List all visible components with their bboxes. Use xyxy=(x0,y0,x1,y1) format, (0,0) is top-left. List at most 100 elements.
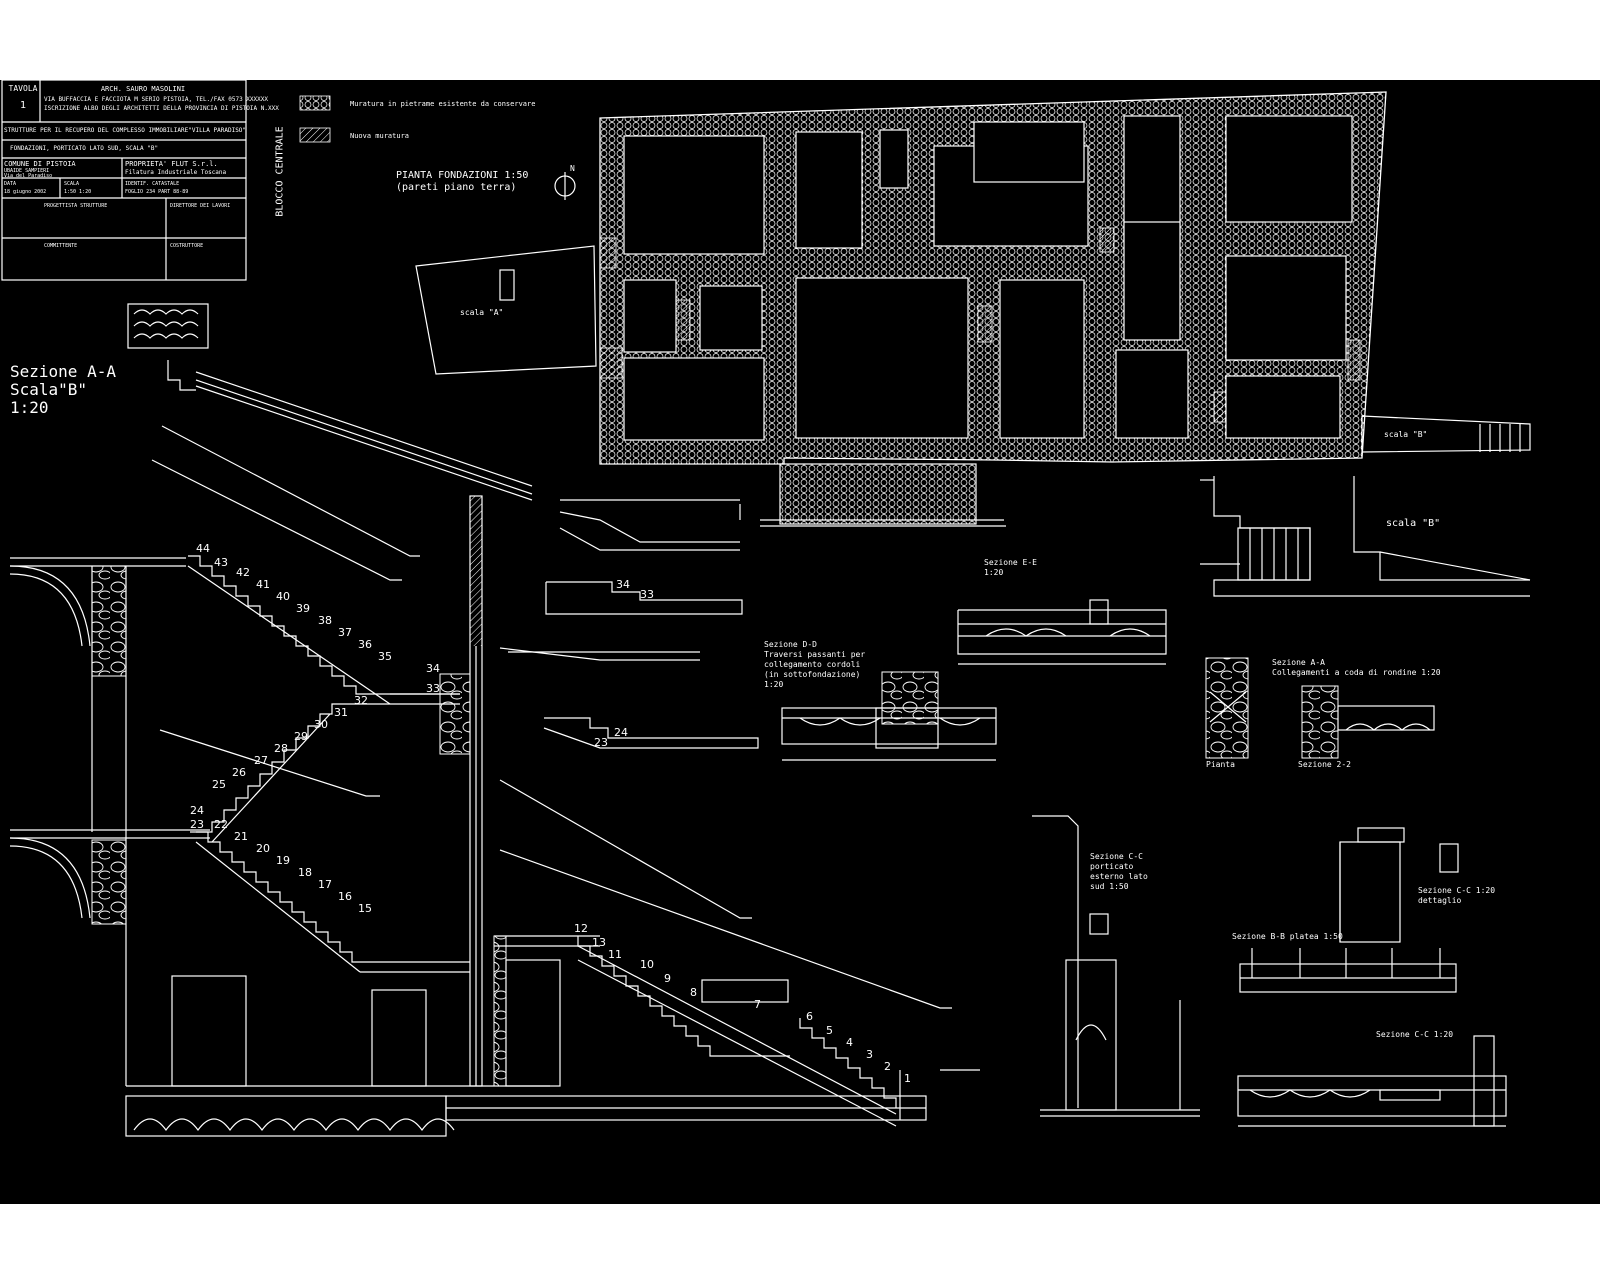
section-cc-portico xyxy=(1032,815,1200,1117)
step-number: 2 xyxy=(884,1060,891,1073)
progettista-label: PROGETTISTA STRUTTURE xyxy=(44,203,108,209)
step-number: 23 xyxy=(594,736,608,749)
section-cc-detail-title: Sezione C-C 1:20 xyxy=(1418,886,1496,895)
costruttore-label: COSTRUTTORE xyxy=(170,243,204,249)
step-number: 29 xyxy=(294,730,308,743)
step-number: 4 xyxy=(846,1036,853,1049)
step-number: 37 xyxy=(338,626,352,639)
step-number: 8 xyxy=(690,986,697,999)
step-number: 24 xyxy=(190,804,204,817)
ident-label: IDENTIF. CATASTALE xyxy=(125,181,180,187)
committente-label: COMMITTENTE xyxy=(44,243,78,249)
step-number: 20 xyxy=(256,842,270,855)
step-number: 21 xyxy=(234,830,248,843)
section-dd xyxy=(781,671,997,761)
step-number: 15 xyxy=(358,902,372,915)
step-number: 38 xyxy=(318,614,332,627)
section-ee xyxy=(957,599,1167,665)
step-number: 43 xyxy=(214,556,228,569)
step-number: 12 xyxy=(574,922,588,935)
scale-label: SCALA xyxy=(64,181,80,187)
section-aa2-sub: Collegamenti a coda di rondine 1:20 xyxy=(1272,668,1441,677)
step-number: 11 xyxy=(608,948,622,961)
architect-name: ARCH. SAURO MASOLINI xyxy=(100,85,186,93)
step-number: 36 xyxy=(358,638,372,651)
step-number: 22 xyxy=(214,818,228,831)
step-number: 35 xyxy=(378,650,392,663)
section-cc-line3: sud 1:50 xyxy=(1090,882,1129,891)
section-aa xyxy=(9,303,980,1137)
section-cc20-title: Sezione C-C 1:20 xyxy=(1376,1030,1454,1039)
step-number: 24 xyxy=(614,726,628,739)
architect-registration: ISCRIZIONE ALBO DEGLI ARCHITETTI DELLA P… xyxy=(44,105,279,112)
section-aa-title: Sezione A-A xyxy=(10,362,116,381)
property-sub: Filatura Industriale Toscana xyxy=(125,169,227,176)
step-number: 42 xyxy=(236,566,250,579)
section-dd-ratio: 1:20 xyxy=(764,680,784,689)
step-number: 25 xyxy=(212,778,226,791)
north-label: N xyxy=(570,164,575,173)
section-cc-line1: porticato xyxy=(1090,862,1134,871)
step-number: 41 xyxy=(256,578,270,591)
step-number: 7 xyxy=(754,998,761,1011)
step-number: 27 xyxy=(254,754,268,767)
step-number: 13 xyxy=(592,936,606,949)
scala-b-plan-label: scala "B" xyxy=(1384,430,1428,439)
tavola-number: 1 xyxy=(19,100,27,111)
section-cc-line2: esterno lato xyxy=(1090,872,1148,881)
step-number: 19 xyxy=(276,854,290,867)
section-dd-line1: Traversi passanti per xyxy=(764,650,866,659)
legend-swatch-new xyxy=(299,127,331,143)
section-bb xyxy=(1239,948,1457,993)
project-title: STRUTTURE PER IL RECUPERO DEL COMPLESSO … xyxy=(4,127,247,134)
scala-b-detail xyxy=(1213,476,1531,597)
section-cc-20 xyxy=(1237,1035,1507,1127)
direttore-label: DIRETTORE DEI LAVORI xyxy=(170,203,231,209)
date-label: DATA xyxy=(4,181,17,187)
section-dd-title: Sezione D-D xyxy=(764,640,817,649)
step-number: 31 xyxy=(334,706,348,719)
step-number: 17 xyxy=(318,878,332,891)
architect-address: VIA BUFFACCIA E FACCIOTA M SERIO PISTOIA… xyxy=(44,96,268,103)
scala-b-detail-label: scala "B" xyxy=(1386,518,1441,529)
sezione-22-label: Sezione 2-2 xyxy=(1298,760,1351,769)
title-block-frame xyxy=(1,79,247,281)
comune: COMUNE DI PISTOIA xyxy=(4,160,76,168)
section-ee-ratio: 1:20 xyxy=(984,568,1004,577)
step-number: 26 xyxy=(232,766,246,779)
legend-stone-label: Muratura in pietrame esistente da conser… xyxy=(350,100,536,108)
step-number: 39 xyxy=(296,602,310,615)
plan-title: PIANTA FONDAZIONI 1:50 xyxy=(396,170,529,181)
stair-elements-right xyxy=(508,499,759,749)
scale-value: 1:50 1:20 xyxy=(64,189,92,195)
step-number: 30 xyxy=(314,718,328,731)
comune-sub1: UBAIDE SAMPIERI xyxy=(4,168,50,174)
step-number: 3 xyxy=(866,1048,873,1061)
step-number: 10 xyxy=(640,958,654,971)
section-bb-title: Sezione B-B platea 1:50 xyxy=(1232,932,1343,941)
ident-value: FOGLIO 234 PART 88-89 xyxy=(125,189,189,195)
section-aa-scale: Scala"B" xyxy=(10,380,88,399)
comune-sub2: Via del Paradiso xyxy=(4,173,53,179)
step-number: 32 xyxy=(354,694,368,707)
step-number: 33 xyxy=(640,588,654,601)
section-cc-detail xyxy=(1339,827,1459,943)
step-number: 23 xyxy=(190,818,204,831)
scala-a-label: scala "A" xyxy=(460,308,504,317)
legend-swatch-stone xyxy=(299,95,331,111)
block-label: BLOCCO CENTRALE xyxy=(274,126,286,217)
plan-subtitle: (pareti piano terra) xyxy=(396,182,517,193)
step-number: 1 xyxy=(904,1072,911,1085)
legend-new-label: Nuova muratura xyxy=(350,132,410,140)
section-dd-line2: collegamento cordoli xyxy=(764,660,861,669)
dimension-lines xyxy=(739,479,1240,565)
step-number: 5 xyxy=(826,1024,833,1037)
drawing-subject: FONDAZIONI, PORTICATO LATO SUD, SCALA "B… xyxy=(10,145,159,152)
section-cc-detail-sub: dettaglio xyxy=(1418,896,1462,905)
cad-drawing xyxy=(1,79,1531,1137)
section-ee-title: Sezione E-E xyxy=(984,558,1037,567)
step-number: 9 xyxy=(664,972,671,985)
section-aa-dovetail xyxy=(1205,657,1435,759)
section-aa2-title: Sezione A-A xyxy=(1272,658,1325,667)
drawing-sheet: TAVOLA 1 ARCH. SAURO MASOLINI VIA BUFFAC… xyxy=(0,79,1600,1204)
